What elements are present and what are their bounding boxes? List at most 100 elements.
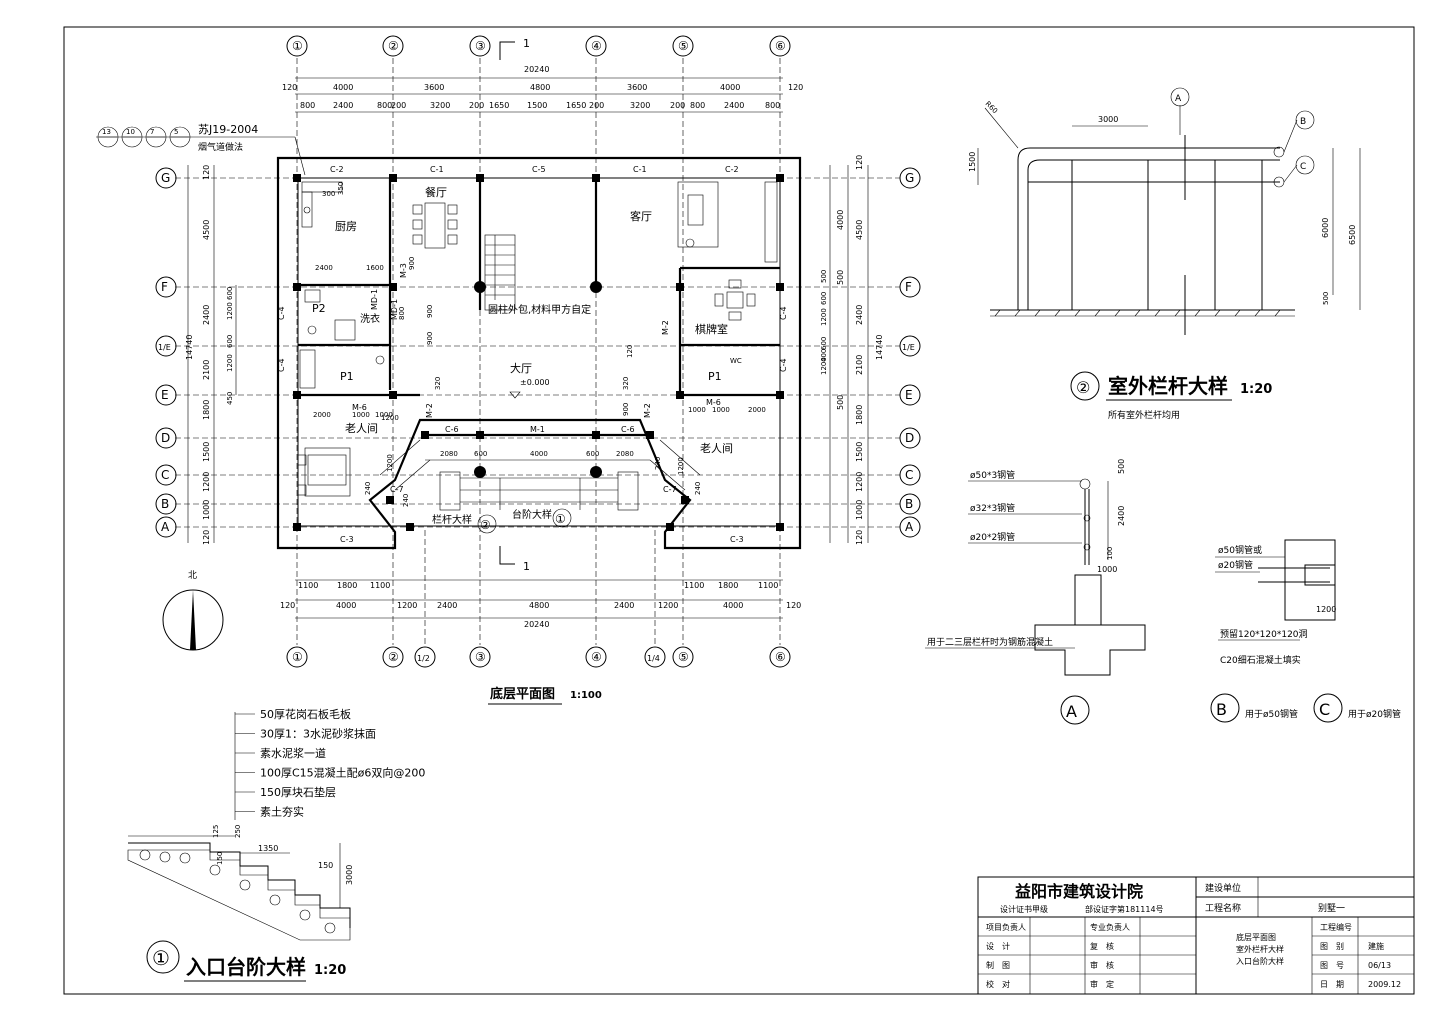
- dim-bottom-1-5: 1100: [758, 581, 778, 590]
- door-tag-m-2: M-2: [643, 403, 652, 418]
- step-layer-5: 150厚块石垫层: [260, 785, 336, 799]
- railing-dim-r60: R60: [984, 100, 999, 115]
- callout-steps: 台阶大样: [512, 508, 552, 521]
- railing-scale: 1:20: [1240, 382, 1272, 397]
- window-tag-c-7: C-7: [390, 485, 404, 494]
- section-mark-bottom: 1: [499, 546, 530, 573]
- dim-right-0: 120: [855, 155, 864, 170]
- inner-dim: 2000: [748, 406, 766, 414]
- callout-railing-no: ②: [480, 518, 491, 532]
- inner-dim: 1000: [375, 411, 393, 419]
- callout-steps-no: ①: [555, 512, 566, 526]
- dim-right-3: 500: [836, 270, 845, 285]
- railing-dim-500: 500: [1322, 292, 1330, 305]
- axis-top-3: ③: [475, 39, 486, 53]
- inner-dim: 1200: [386, 454, 394, 472]
- steps-dim-250: 250: [234, 825, 242, 838]
- tb-field-value: 06/13: [1368, 961, 1391, 970]
- round-pillar: [474, 281, 486, 293]
- dim-right-total: 14740: [875, 335, 884, 360]
- axis-bottom-8: ⑥: [775, 650, 786, 664]
- dim-top-2-6: 1650: [489, 101, 509, 110]
- tb-role-mid: 复 核: [1090, 941, 1114, 951]
- dim-left-3: 2100: [202, 360, 211, 380]
- inner-dim: 600: [474, 450, 487, 458]
- inner-dim: 120: [626, 345, 634, 358]
- railing-dim-1500: 1500: [968, 152, 977, 172]
- steps-number: ①: [152, 946, 170, 970]
- door-tag-m-6: M-6: [706, 398, 721, 407]
- dim-right-6: 500: [836, 395, 845, 410]
- dim-top-2-1: 2400: [333, 101, 353, 110]
- dim-bottom-2-5: 2400: [614, 601, 634, 610]
- inner-dim: 1000: [352, 411, 370, 419]
- window-tag-c-1: C-1: [633, 165, 647, 174]
- dim-bottom-2-0: 120: [280, 601, 295, 610]
- railing-dim-3000: 3000: [1098, 115, 1118, 124]
- window-tag-c-4: C-4: [779, 306, 788, 320]
- dim-left-5: 1500: [202, 442, 211, 462]
- tb-field-label: 工程编号: [1320, 922, 1352, 932]
- room-dining: 餐厅: [425, 185, 447, 199]
- section-mark-label: 1: [523, 560, 530, 573]
- mahjong-table: [714, 279, 756, 321]
- dim-top-2-9: 200: [589, 101, 604, 110]
- room-kitchen: 厨房: [335, 220, 357, 233]
- column: [776, 523, 784, 531]
- railing-anchor-detail: ø50钢管或 ø20钢管 1200 预留120*120*120洞 C20细石混凝…: [1210, 539, 1401, 723]
- railing-note: 所有室外栏杆均用: [1108, 409, 1180, 421]
- axis-right-D: D: [905, 431, 914, 445]
- steps-dim-150-b: 150: [318, 861, 333, 870]
- window-tag-c-6: C-6: [445, 425, 459, 434]
- drawing-name-3: 入口台阶大样: [1236, 956, 1284, 966]
- tb-field-label: 图 号: [1320, 961, 1344, 970]
- dim-left-6: 1200: [202, 472, 211, 492]
- chimney-code-5: 5: [174, 128, 178, 136]
- inner-dim: 240: [364, 482, 372, 495]
- anchor-marker-c-text: 用于ø20钢管: [1348, 708, 1401, 720]
- column: [389, 283, 397, 291]
- railing-marker-b: B: [1300, 117, 1306, 127]
- dim-bottom-2-2: 1200: [397, 601, 417, 610]
- tb-role-left: 制 图: [986, 960, 1010, 970]
- column: [646, 431, 654, 439]
- dim-top-1-5: 4000: [720, 83, 740, 92]
- window-tag-c-7: C-7: [663, 485, 677, 494]
- window-tag-c-4: C-4: [277, 306, 286, 320]
- dim-right-9: 1200: [855, 472, 864, 492]
- staircase: [484, 234, 516, 311]
- section-a-label-2: ø32*3钢管: [970, 502, 1015, 514]
- chimney-ref-code: 苏J19-2004: [198, 123, 258, 136]
- dim-bottom-1-3: 1100: [684, 581, 704, 590]
- axis-bottom-1: ①: [292, 650, 303, 664]
- title-block: 益阳市建筑设计院 设计证书甲级 部设证字第181114号 建设单位 工程名称 别…: [977, 876, 1415, 995]
- section-a-dim-500: 500: [1117, 459, 1126, 474]
- inner-dim: 240: [694, 482, 702, 495]
- dim-top-1-0: 120: [282, 83, 297, 92]
- chimney-code-7: 7: [150, 128, 154, 136]
- dim-left-8: 120: [202, 530, 211, 545]
- railing-dim-6500: 6500: [1348, 225, 1357, 245]
- chimney-code-13: 13: [102, 128, 111, 136]
- column: [386, 496, 394, 504]
- inner-dim: 1000: [688, 406, 706, 414]
- column: [389, 174, 397, 182]
- room-code-p1-right: P1: [708, 370, 722, 383]
- inner-dim: 240: [402, 494, 410, 507]
- axis-bottom-7: ⑤: [678, 650, 689, 664]
- window-tag-c-6: C-6: [621, 425, 635, 434]
- dim-bottom-1-4: 1800: [718, 581, 738, 590]
- axis-left-D: D: [161, 431, 170, 445]
- room-mahjong: 棋牌室: [695, 322, 728, 336]
- section-a-note: 用于二三层栏杆时为钢筋混凝土: [927, 636, 1053, 648]
- drawing-name-1: 底层平面图: [1236, 932, 1276, 942]
- step-layer-4: 100厚C15混凝土配ø6双向@200: [260, 766, 425, 780]
- column: [293, 523, 301, 531]
- round-pillar: [590, 281, 602, 293]
- axis-left-A: A: [161, 520, 170, 534]
- window-tag-c-3: C-3: [340, 535, 354, 544]
- window-tag-c-2: C-2: [725, 165, 739, 174]
